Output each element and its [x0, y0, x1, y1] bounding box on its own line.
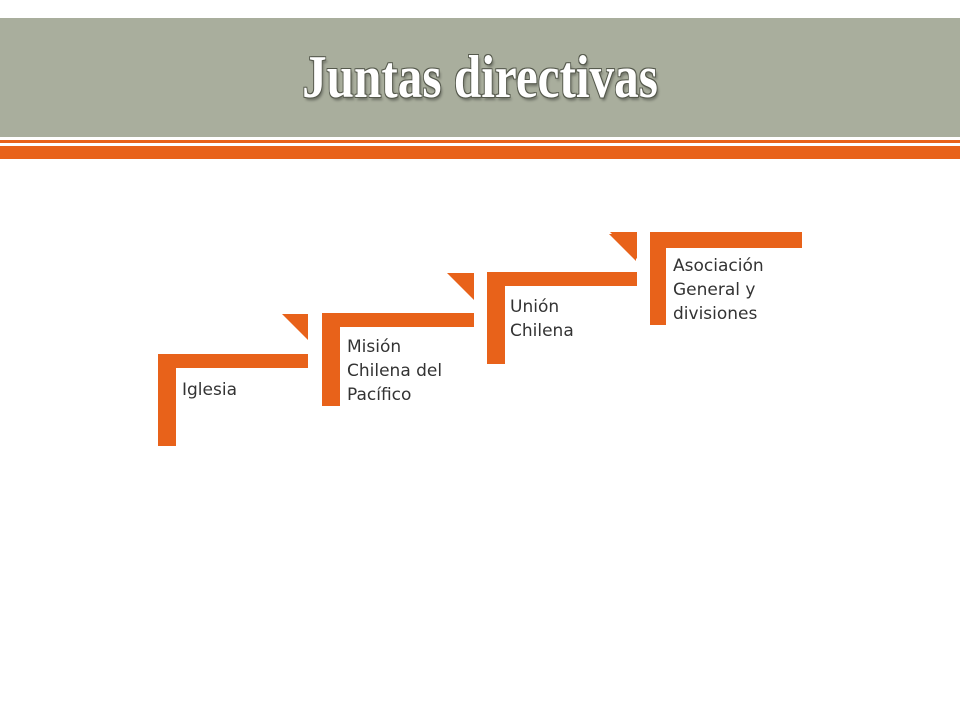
- step-asociacion-general-tip: [607, 232, 637, 262]
- step-asociacion-general-side-bar: [650, 232, 666, 325]
- step-asociacion-general-label: Asociación General y divisiones: [673, 256, 764, 324]
- step-iglesia-arrow-tip: [282, 314, 308, 340]
- step-asociacion-general: Asociación General y divisiones: [650, 232, 802, 325]
- step-iglesia: Iglesia: [158, 314, 308, 446]
- accent-stripe-thick: [0, 146, 960, 159]
- step-mision-chilena-top-bar: [322, 313, 474, 327]
- step-union-chilena: Unión Chilena: [487, 232, 637, 364]
- step-iglesia-label: Iglesia: [182, 380, 237, 400]
- step-asociacion-general-top-bar: [650, 232, 802, 248]
- slide-title: Juntas directivas: [302, 44, 658, 110]
- step-union-chilena-side-bar: [487, 272, 505, 364]
- step-mision-chilena-label: Misión Chilena del Pacífico: [347, 337, 443, 405]
- step-mision-chilena-side-bar: [322, 313, 340, 406]
- title-band: Juntas directivas: [0, 18, 960, 137]
- step-union-chilena-label: Unión Chilena: [510, 297, 574, 341]
- accent-stripe-thin: [0, 140, 960, 143]
- step-iglesia-side-bar: [158, 354, 176, 446]
- step-asociacion-general-arrow-tip: [609, 234, 636, 261]
- step-union-chilena-top-bar: [487, 272, 637, 286]
- step-iglesia-top-bar: [158, 354, 308, 368]
- step-mision-chilena: Misión Chilena del Pacífico: [322, 273, 474, 406]
- step-mision-chilena-arrow-tip: [447, 273, 474, 300]
